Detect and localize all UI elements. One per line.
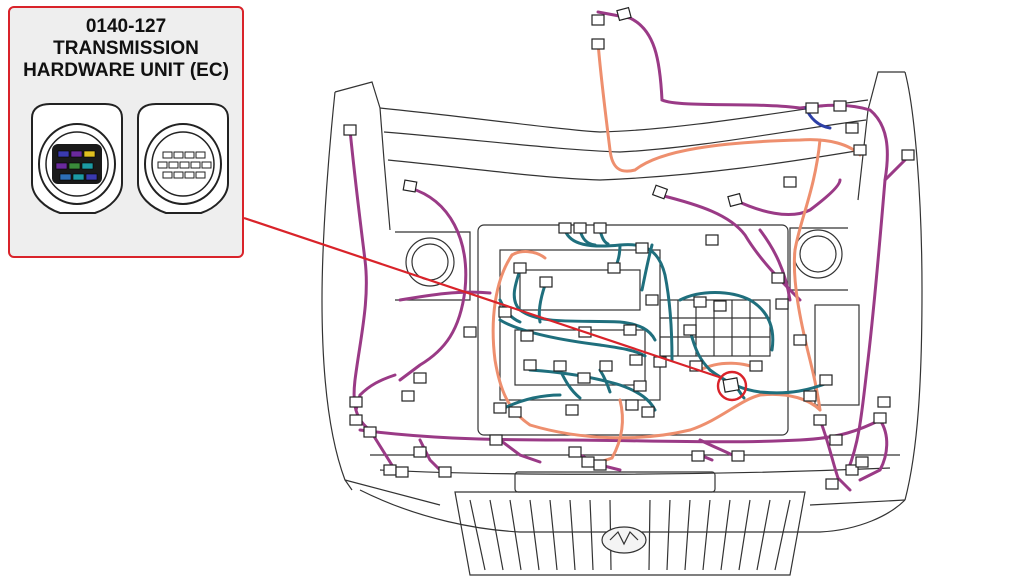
harness-connector [633, 380, 647, 392]
harness-connector [593, 222, 607, 234]
harness-connector [523, 359, 537, 371]
harness-connector [498, 306, 512, 318]
harness-connector [805, 102, 819, 114]
harness-connector [783, 176, 797, 188]
harness-connector [395, 466, 409, 478]
harness-connector [749, 360, 763, 372]
harness-connector [771, 272, 785, 284]
connector-pin [57, 150, 70, 158]
harness-connector [363, 426, 377, 438]
harness-connector [413, 446, 427, 458]
harness-connector [591, 14, 605, 26]
harness-connector [565, 404, 579, 416]
connector-pin [72, 173, 85, 181]
harness-connector [829, 434, 843, 446]
harness-connector [607, 262, 621, 274]
harness-connector [401, 390, 415, 402]
harness-connector [616, 6, 632, 22]
harness-connector [591, 38, 605, 50]
harness-connector [683, 324, 697, 336]
harness-connector [645, 294, 659, 306]
connector-name-line1: TRANSMISSION [53, 38, 199, 59]
harness-teal [498, 228, 832, 412]
connector-pin [55, 162, 68, 170]
connector-harness-side [31, 103, 123, 214]
harness-connector [343, 124, 357, 136]
harness-connector [705, 234, 719, 246]
harness-connector [825, 478, 839, 490]
harness-connector [625, 399, 639, 411]
harness-connector [520, 330, 534, 342]
brand-emblem [601, 526, 647, 554]
callout-title: 0140-127 TRANSMISSION HARDWARE UNIT (EC) [10, 16, 242, 82]
harness-connector [877, 396, 891, 408]
harness-connector [349, 396, 363, 408]
connector-pin [68, 162, 81, 170]
harness-connector [629, 354, 643, 366]
harness-connector [463, 326, 477, 338]
callout-pointer-line [243, 216, 723, 380]
connector-pin [81, 162, 94, 170]
harness-connector [438, 466, 452, 478]
harness-connector [731, 450, 745, 462]
harness-connector [819, 374, 833, 386]
harness-connector [568, 446, 582, 458]
harness-connector [593, 459, 607, 471]
harness-connector [775, 298, 789, 310]
connector-component-side [137, 103, 229, 214]
harness-connector [553, 360, 567, 372]
harness-connector [489, 434, 503, 446]
harness-connector [349, 414, 363, 426]
harness-connector [727, 192, 743, 208]
harness-connector [623, 324, 637, 336]
harness-connector [383, 464, 397, 476]
connector-pin [83, 150, 96, 158]
harness-connector [651, 184, 669, 200]
connector-callout: 0140-127 TRANSMISSION HARDWARE UNIT (EC) [8, 6, 244, 258]
connector-pin [59, 173, 72, 181]
harness-connector [693, 296, 707, 308]
highlighted-connector [722, 377, 740, 393]
harness-connector [558, 222, 572, 234]
harness-connector [573, 222, 587, 234]
harness-connector [833, 100, 847, 112]
harness-connector [853, 144, 867, 156]
connector-code: 0140-127 [85, 16, 167, 37]
connector-name-line2: HARDWARE UNIT (EC) [23, 60, 229, 81]
connector-illustrations [31, 103, 229, 214]
connector-pin [70, 150, 83, 158]
harness-connector [713, 300, 727, 312]
harness-connector [813, 414, 827, 426]
harness-connector [793, 334, 807, 346]
harness-connector [635, 242, 649, 254]
harness-connector [402, 179, 418, 193]
harness-connector [845, 122, 859, 134]
harness-connector [413, 372, 427, 384]
harness-connector [855, 456, 869, 468]
harness-connector [803, 390, 817, 402]
connector-pin [85, 173, 98, 181]
harness-connector [691, 450, 705, 462]
harness-connector [539, 276, 553, 288]
harness-connector [493, 402, 507, 414]
harness-connector [581, 456, 595, 468]
harness-connector [513, 262, 527, 274]
harness-connector [689, 360, 703, 372]
harness-connector [577, 372, 591, 384]
harness-connector [845, 464, 859, 476]
harness-connector [508, 406, 522, 418]
harness-connector [641, 406, 655, 418]
harness-connectors [343, 6, 915, 490]
harness-connector [599, 360, 613, 372]
harness-connector [873, 412, 887, 424]
highlighted-connector-ring [716, 370, 748, 402]
harness-connector [901, 149, 915, 161]
